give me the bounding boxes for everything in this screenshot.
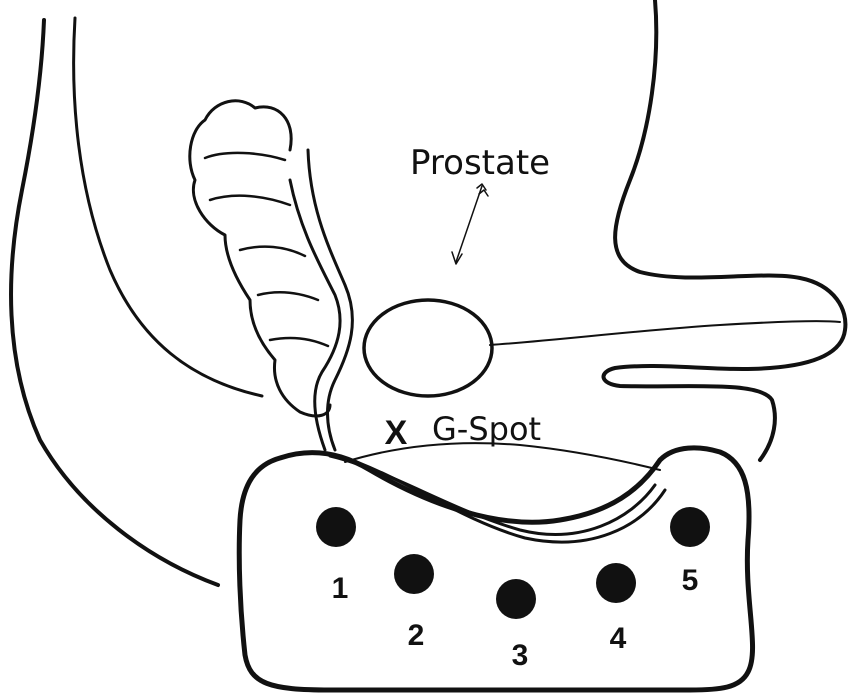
front-body-outline xyxy=(601,0,848,462)
rectum-inner-3 xyxy=(238,245,307,258)
cushion-top-inner-2 xyxy=(338,454,667,544)
gspot-marker: X xyxy=(385,414,408,452)
dot-5 xyxy=(670,507,710,547)
prostate-label: Prostate xyxy=(410,143,550,183)
anal-canal-outer xyxy=(306,148,354,452)
dot-4 xyxy=(596,563,636,603)
dot-3-label: 3 xyxy=(512,639,529,672)
prostate-arrow-shaft xyxy=(455,185,483,263)
rectum-inner-5 xyxy=(268,336,330,348)
cushion-outline xyxy=(236,445,755,693)
prostate-arrow-head xyxy=(451,251,463,265)
gspot-label: G-Spot xyxy=(432,410,541,448)
perineum-line xyxy=(489,320,841,346)
dot-3 xyxy=(496,579,536,619)
dot-5-label: 5 xyxy=(682,564,699,597)
perineum-lower-line xyxy=(344,442,661,471)
prostate-gland xyxy=(362,298,494,398)
prostate-arrow-fletch xyxy=(476,183,489,197)
rectum-inner-2 xyxy=(208,194,292,207)
dot-1-label: 1 xyxy=(332,572,349,605)
back-inner-curve xyxy=(72,16,264,398)
rectum-outline xyxy=(188,99,332,418)
dot-2 xyxy=(394,554,434,594)
rectum-inner-1 xyxy=(203,151,287,162)
back-outer-curve xyxy=(9,18,220,587)
rectum-inner-4 xyxy=(256,291,320,302)
dot-1 xyxy=(316,507,356,547)
dot-4-label: 4 xyxy=(610,622,627,655)
cushion-top-inner-1 xyxy=(328,454,657,536)
dot-2-label: 2 xyxy=(408,619,425,652)
anal-canal-inner xyxy=(288,178,342,452)
